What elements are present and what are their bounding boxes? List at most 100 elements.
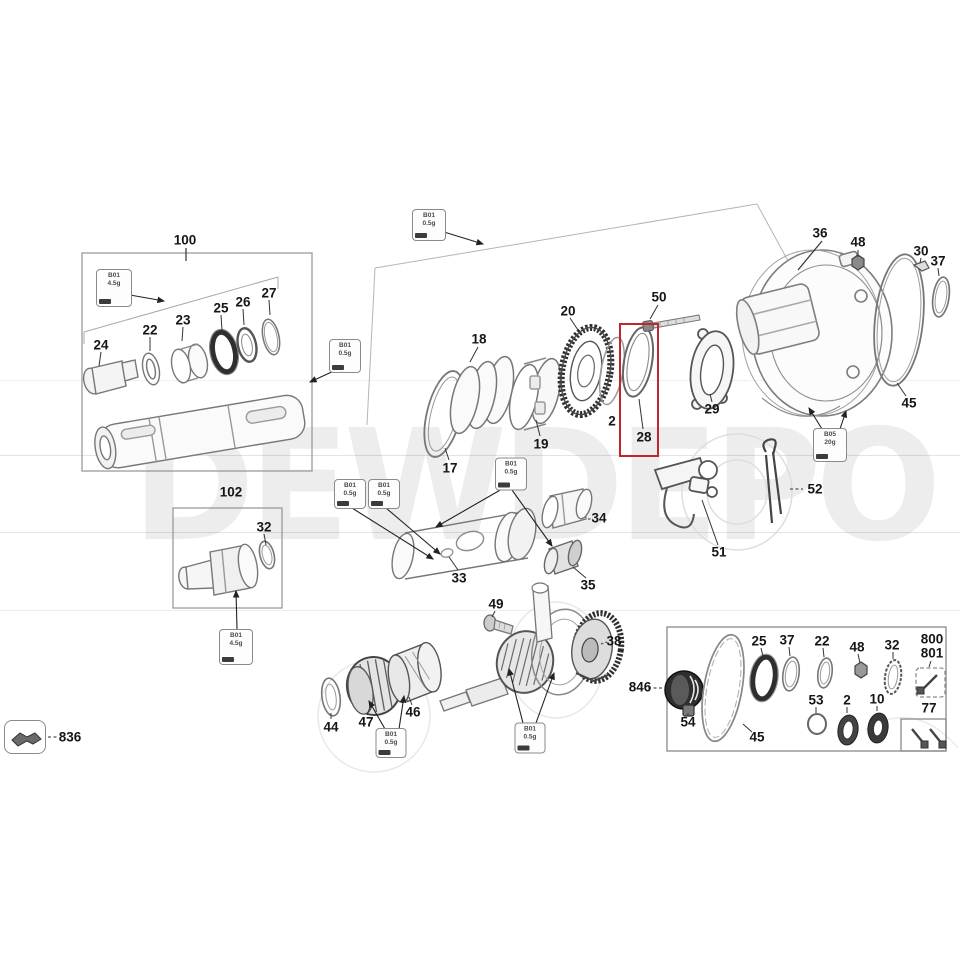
- grease-amount: 0.5g: [343, 489, 357, 497]
- part-22-drawing: [141, 337, 161, 386]
- part-callout-30: 30: [913, 243, 929, 259]
- grease-label-mark: [378, 750, 391, 755]
- grease-amount: 4.5g: [229, 639, 243, 647]
- part-callout-10: 10: [869, 691, 885, 707]
- part-ram-102-drawing: [178, 543, 259, 596]
- part-callout-37: 37: [930, 253, 946, 269]
- part-callout-23: 23: [175, 312, 191, 328]
- kit-small-rings-drawing: [749, 646, 932, 746]
- grease-label-mark: [816, 454, 828, 459]
- part-callout-51: 51: [711, 544, 727, 560]
- part-54-drawing: [682, 704, 695, 717]
- part-callout-27: 27: [261, 285, 277, 301]
- part-44-ring-drawing: [320, 677, 342, 719]
- part-callout-33: 33: [451, 570, 467, 586]
- part-callout-38: 38: [606, 633, 622, 649]
- part-callout-50: 50: [651, 289, 667, 305]
- kit-screws-drawing: [911, 674, 947, 749]
- grease-code: B01: [423, 212, 435, 219]
- grease-amount: 0.5g: [377, 489, 391, 497]
- part-51-bracket-drawing: [653, 456, 719, 546]
- part-callout-19: 19: [533, 436, 549, 452]
- part-callout-52: 52: [807, 481, 823, 497]
- part-callout-17: 17: [442, 460, 458, 476]
- part-callout-34: 34: [591, 510, 607, 526]
- part-callout-24: 24: [93, 337, 109, 353]
- part-846-cap-drawing: [648, 670, 704, 710]
- part-29-flange-drawing: [689, 328, 735, 410]
- part-26-drawing: [236, 308, 258, 363]
- part-24-drawing: [82, 351, 139, 395]
- part-37-oring-drawing: [931, 267, 951, 318]
- grease-code: B01: [108, 272, 120, 279]
- barrel-drawing: [94, 394, 306, 470]
- part-23-drawing: [170, 326, 209, 384]
- part-callout-25-box: 25: [751, 633, 767, 649]
- grease-code: B01: [385, 731, 397, 738]
- grease-code: B05: [824, 431, 836, 438]
- grease-amount: 0.5g: [504, 468, 518, 475]
- part-callout-2-main: 2: [608, 413, 616, 429]
- grease-label-mark: [222, 657, 234, 662]
- grease-code: B01: [339, 342, 351, 349]
- part-callout-32: 32: [256, 519, 272, 535]
- part-callout-54: 54: [680, 714, 696, 730]
- part-callout-18: 18: [471, 331, 487, 347]
- grease-label-mark: [337, 501, 349, 506]
- part-19-drawing: [508, 357, 562, 437]
- band-line: [0, 455, 960, 456]
- part-49-screw-drawing: [483, 610, 514, 635]
- part-33-cylinder-drawing: [391, 507, 537, 580]
- part-callout-100: 100: [173, 232, 197, 248]
- part-36-housing-drawing: [735, 240, 893, 417]
- part-45-oring-drawing: [873, 253, 925, 397]
- part-callout-22: 22: [142, 322, 158, 338]
- part-35-pin-drawing: [543, 539, 587, 579]
- part-callout-25: 25: [213, 300, 229, 316]
- part-callout-45: 45: [901, 395, 917, 411]
- grease-label-mark: [99, 299, 111, 304]
- part-callout-801: 801: [920, 645, 944, 661]
- part-callout-29: 29: [704, 401, 720, 417]
- part-callout-22-box: 22: [814, 633, 830, 649]
- part-callout-800: 800: [920, 631, 944, 647]
- part-callout-49: 49: [488, 596, 504, 612]
- part-callout-20: 20: [560, 303, 576, 319]
- part-callout-45-box: 45: [749, 729, 765, 745]
- grease-amount: 0.5g: [422, 219, 436, 227]
- part-callout-26: 26: [235, 294, 251, 310]
- assembly-box-102: [172, 507, 283, 609]
- part-836-clip-drawing: [11, 732, 58, 747]
- part-callout-35: 35: [580, 577, 596, 593]
- assembly-box-100: [81, 248, 313, 472]
- part-callout-36: 36: [812, 225, 828, 241]
- grease-amount: 0.5g: [523, 733, 537, 740]
- part-27-drawing: [261, 299, 281, 356]
- grease-amount: 20g: [824, 438, 836, 446]
- band-line: [0, 610, 960, 611]
- grease-label-mark: [498, 482, 510, 488]
- part-callout-48: 48: [850, 234, 866, 250]
- part-52-pin-drawing: [762, 438, 803, 524]
- part-20-gear-drawing: [557, 317, 615, 419]
- part-45-kit-oring-drawing: [701, 633, 753, 743]
- grease-code: B01: [505, 460, 517, 468]
- part-38-gear-drawing: [571, 610, 625, 684]
- grease-code: B01: [524, 725, 536, 733]
- part-callout-102: 102: [219, 484, 243, 500]
- part-32-drawing: [258, 533, 276, 570]
- part-callout-46: 46: [405, 704, 421, 720]
- grease-code: B01: [344, 482, 356, 489]
- part-46-sleeve-drawing: [387, 641, 442, 704]
